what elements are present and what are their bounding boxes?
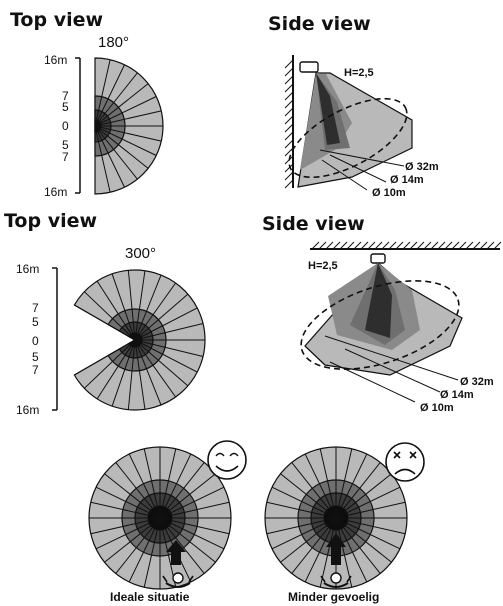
person-icon-ideal: [162, 572, 194, 588]
side-view-title-2: Side view: [262, 213, 365, 235]
ceiling-hatching: [311, 241, 502, 250]
height-label-1: H=2,5: [344, 67, 374, 79]
angle-label-2: 300°: [125, 245, 156, 262]
diameter-32m-label-1: Ø 32m: [405, 161, 439, 173]
axis-label-bottom-16m-2: 16m: [16, 403, 39, 417]
detection-circle-less-sensitive: [264, 446, 408, 590]
axis-label-0-2: 0: [32, 334, 39, 348]
side-view-title-1: Side view: [268, 13, 371, 35]
axis-label-0-1: 0: [62, 119, 69, 133]
sensor-icon-2: [370, 253, 386, 264]
smiley-face-icon: [207, 440, 247, 480]
diameter-14m-label-1: Ø 14m: [390, 174, 424, 186]
axis-label-7-upper-1: 7: [62, 89, 69, 103]
sad-face-icon: [385, 442, 425, 482]
axis-label-7-upper-2: 7: [32, 301, 39, 315]
axis-label-5-upper-1: 5: [62, 100, 69, 114]
scale-axis-2: [52, 267, 58, 411]
diameter-10m-label-1: Ø 10m: [372, 187, 406, 199]
diameter-32m-label-2: Ø 32m: [460, 376, 494, 388]
caption-less-sensitive: Minder gevoelig: [288, 590, 379, 604]
diameter-14m-label-2: Ø 14m: [440, 389, 474, 401]
walking-arrow-icon-ideal: [166, 540, 186, 565]
axis-label-7-lower-2: 7: [32, 363, 39, 377]
wall-hatching: [284, 59, 294, 189]
axis-label-5-lower-2: 5: [32, 350, 39, 364]
sensor-icon-1: [299, 61, 319, 73]
axis-label-top-16m-1: 16m: [44, 53, 67, 67]
detection-circle-ideal: [88, 446, 232, 590]
axis-label-5-upper-2: 5: [32, 315, 39, 329]
height-label-2: H=2,5: [308, 260, 338, 272]
detection-fan-300: [73, 269, 206, 411]
person-icon-less: [320, 572, 352, 588]
top-view-title-2: Top view: [4, 210, 97, 232]
axis-label-bottom-16m-1: 16m: [44, 185, 67, 199]
caption-ideal: Ideale situatie: [110, 590, 190, 604]
axis-label-top-16m-2: 16m: [16, 262, 39, 276]
diameter-10m-label-2: Ø 10m: [420, 402, 454, 414]
axis-label-5-lower-1: 5: [62, 138, 69, 152]
top-view-title-1: Top view: [10, 9, 103, 31]
side-view-diagram-2: [300, 241, 502, 403]
detection-fan-180: [94, 57, 164, 195]
scale-axis-1: [75, 57, 81, 194]
side-view-diagram-1: [284, 55, 413, 191]
angle-label-1: 180°: [98, 34, 129, 51]
axis-label-7-lower-1: 7: [62, 150, 69, 164]
walking-arrow-icon-less: [326, 533, 346, 565]
